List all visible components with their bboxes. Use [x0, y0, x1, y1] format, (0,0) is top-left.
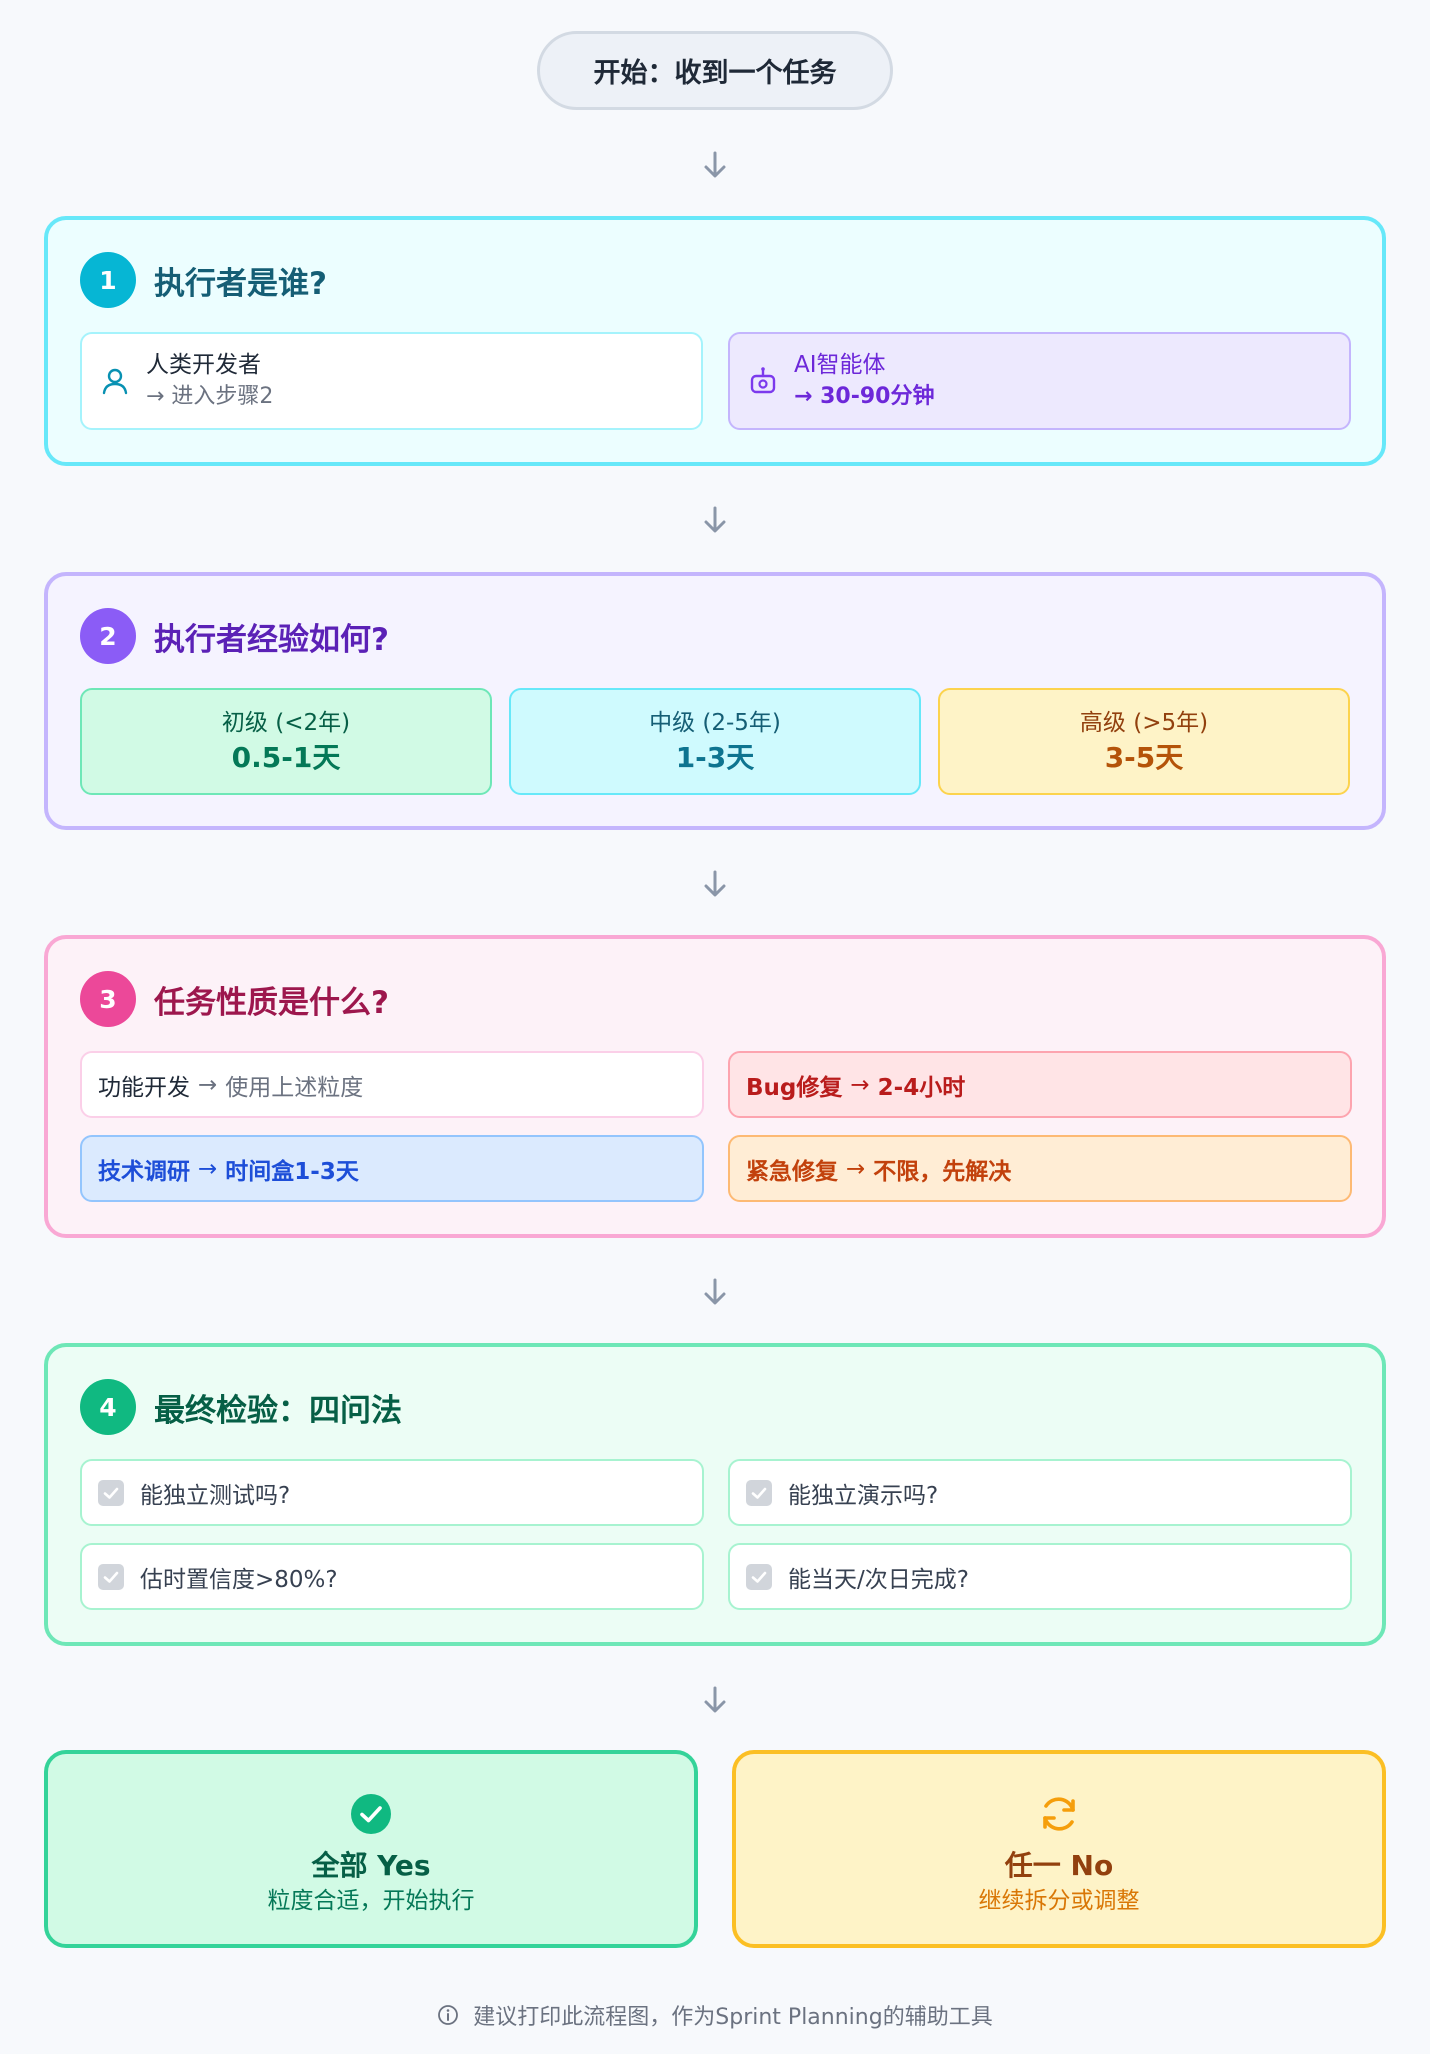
- step-1-header: 1 执行者是谁?: [80, 252, 327, 308]
- level-senior-duration: 3-5天: [1104, 741, 1184, 774]
- check-item-confidence[interactable]: 估时置信度>80%?: [80, 1543, 704, 1610]
- step-3-header: 3 任务性质是什么?: [80, 971, 389, 1027]
- step-1-panel: 1 执行者是谁? 人类开发者 → 进入步骤2 AI智能体 → 30-90分钟: [44, 216, 1386, 466]
- robot-icon: [746, 364, 780, 398]
- check-label: 估时置信度>80%?: [140, 1566, 338, 1593]
- footer-note: 建议打印此流程图，作为Sprint Planning的辅助工具: [0, 1995, 1430, 2035]
- level-senior-label: 高级 (>5年): [1079, 710, 1209, 736]
- check-item-testable[interactable]: 能独立测试吗?: [80, 1459, 704, 1526]
- checkbox[interactable]: [98, 1563, 124, 1590]
- outcome-no-subtitle: 继续拆分或调整: [978, 1888, 1140, 1914]
- level-junior-duration: 0.5-1天: [231, 741, 341, 774]
- step-3-number: 3: [80, 971, 136, 1027]
- step-2-header: 2 执行者经验如何?: [80, 608, 389, 664]
- checkbox[interactable]: [746, 1479, 772, 1506]
- option-human-detail: → 进入步骤2: [146, 384, 274, 409]
- arrow-down-icon: [695, 145, 735, 185]
- footer-text: 建议打印此流程图，作为Sprint Planning的辅助工具: [473, 2005, 993, 2030]
- check-label: 能当天/次日完成?: [788, 1566, 969, 1593]
- outcome-yes-subtitle: 粒度合适，开始执行: [267, 1888, 475, 1914]
- checkbox[interactable]: [98, 1479, 124, 1506]
- step-4-panel: 4 最终检验：四问法 能独立测试吗? 能独立演示吗? 估时置信度>80%? 能当…: [44, 1343, 1386, 1646]
- info-icon: [437, 2004, 459, 2026]
- level-junior: 初级 (<2年) 0.5-1天: [80, 688, 492, 795]
- task-rule: 时间盒1-3天: [225, 1158, 359, 1185]
- step-2-number: 2: [80, 608, 136, 664]
- outcome-yes-title: 全部 Yes: [311, 1849, 431, 1882]
- refresh-icon: [1037, 1792, 1081, 1836]
- arrow-down-icon: [695, 864, 735, 904]
- task-bug-fix: Bug修复 → 2-4小时: [728, 1051, 1352, 1118]
- arrow-right-icon: →: [198, 1071, 218, 1098]
- arrow-down-icon: [695, 1680, 735, 1720]
- arrow-down-icon: [695, 1272, 735, 1312]
- arrow-down-icon: [695, 500, 735, 540]
- step-1-number: 1: [80, 252, 136, 308]
- check-item-demoable[interactable]: 能独立演示吗?: [728, 1459, 1352, 1526]
- outcome-any-no: 任一 No 继续拆分或调整: [732, 1750, 1386, 1948]
- arrow-right-icon: →: [846, 1155, 866, 1182]
- task-hotfix: 紧急修复 → 不限，先解决: [728, 1135, 1352, 1202]
- check-label: 能独立测试吗?: [140, 1482, 291, 1509]
- task-name: 紧急修复: [746, 1158, 838, 1185]
- option-human-developer: 人类开发者 → 进入步骤2: [80, 332, 703, 430]
- level-senior: 高级 (>5年) 3-5天: [938, 688, 1350, 795]
- level-mid-label: 中级 (2-5年): [649, 710, 781, 736]
- step-2-panel: 2 执行者经验如何? 初级 (<2年) 0.5-1天 中级 (2-5年) 1-3…: [44, 572, 1386, 830]
- step-3-panel: 3 任务性质是什么? 功能开发 → 使用上述粒度 Bug修复 → 2-4小时 技…: [44, 935, 1386, 1238]
- level-mid-duration: 1-3天: [675, 741, 755, 774]
- arrow-right-icon: →: [198, 1155, 218, 1182]
- task-rule: 2-4小时: [877, 1074, 966, 1101]
- task-rule: 使用上述粒度: [225, 1074, 364, 1101]
- check-circle-icon: [349, 1792, 393, 1836]
- task-name: 技术调研: [98, 1158, 190, 1185]
- start-node: 开始：收到一个任务: [537, 31, 893, 110]
- level-junior-label: 初级 (<2年): [221, 710, 351, 736]
- outcome-all-yes: 全部 Yes 粒度合适，开始执行: [44, 1750, 698, 1948]
- step-1-title: 执行者是谁?: [154, 265, 327, 302]
- option-human-label: 人类开发者: [146, 352, 261, 378]
- task-name: 功能开发: [98, 1074, 190, 1101]
- checkbox[interactable]: [746, 1563, 772, 1590]
- user-icon: [98, 364, 132, 398]
- check-item-completion[interactable]: 能当天/次日完成?: [728, 1543, 1352, 1610]
- level-mid: 中级 (2-5年) 1-3天: [509, 688, 921, 795]
- outcome-no-title: 任一 No: [1004, 1849, 1114, 1882]
- step-4-title: 最终检验：四问法: [154, 1392, 402, 1429]
- check-label: 能独立演示吗?: [788, 1482, 939, 1509]
- step-2-title: 执行者经验如何?: [154, 621, 389, 658]
- task-name: Bug修复: [746, 1074, 843, 1101]
- step-3-title: 任务性质是什么?: [154, 984, 389, 1021]
- task-rule: 不限，先解决: [873, 1158, 1012, 1185]
- task-feature-development: 功能开发 → 使用上述粒度: [80, 1051, 704, 1118]
- option-ai-detail: → 30-90分钟: [794, 384, 935, 409]
- arrow-right-icon: →: [850, 1071, 870, 1098]
- option-ai-label: AI智能体: [794, 352, 886, 378]
- step-4-number: 4: [80, 1379, 136, 1435]
- step-4-header: 4 最终检验：四问法: [80, 1379, 402, 1435]
- option-ai-agent: AI智能体 → 30-90分钟: [728, 332, 1351, 430]
- task-tech-research: 技术调研 → 时间盒1-3天: [80, 1135, 704, 1202]
